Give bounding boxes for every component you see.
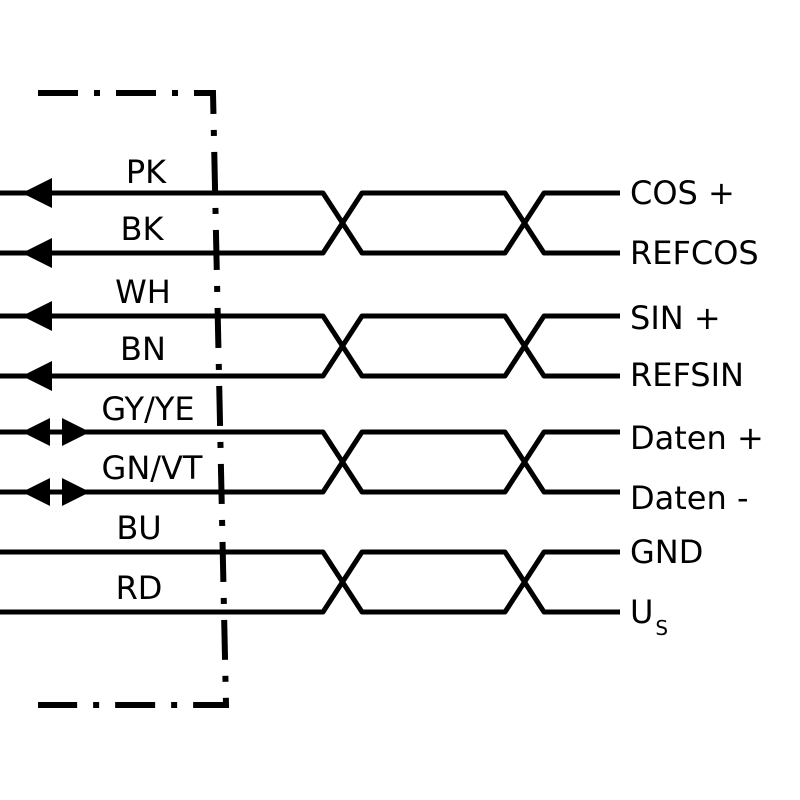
wire-bu-line	[0, 549, 620, 615]
wire-label-gy-ye: GY/YE	[101, 390, 194, 428]
signal-label-refcos: REFCOS	[630, 234, 759, 272]
arrow-left-icon	[22, 418, 50, 446]
wire-label-wh: WH	[115, 273, 171, 311]
arrow-left-icon	[22, 178, 52, 208]
wire-gy-ye-line	[0, 429, 620, 495]
wire-pair-1: PK BK COS + REFCOS	[0, 153, 759, 272]
signal-label-sin-plus: SIN +	[630, 299, 721, 337]
connector-housing-outline	[38, 90, 230, 708]
signal-label-us-subscript: S	[655, 616, 668, 640]
wire-gn-vt-line	[0, 429, 620, 495]
signal-label-us-main: U	[630, 593, 653, 631]
wire-wh-line	[0, 313, 620, 379]
arrow-right-icon	[62, 418, 90, 446]
signal-label-cos-plus: COS +	[630, 174, 735, 212]
signal-label-refsin: REFSIN	[630, 356, 744, 394]
wire-bn-line	[0, 313, 620, 379]
wire-label-rd: RD	[116, 569, 163, 607]
wire-label-gn-vt: GN/VT	[102, 449, 203, 487]
signal-label-gnd: GND	[630, 533, 703, 571]
wire-bk-line	[0, 190, 620, 256]
arrow-left-icon	[22, 238, 52, 268]
signal-label-daten-plus: Daten +	[630, 419, 764, 457]
arrow-right-icon	[62, 478, 90, 506]
wire-label-bu: BU	[116, 509, 161, 547]
arrow-left-icon	[22, 361, 52, 391]
wire-rd-line	[0, 549, 620, 615]
signal-label-daten-minus: Daten -	[630, 479, 748, 517]
arrow-left-icon	[22, 478, 50, 506]
wire-label-bk: BK	[121, 210, 165, 248]
wire-pair-2: WH BN SIN + REFSIN	[0, 273, 744, 394]
wire-pair-3: GY/YE GN/VT Daten + Daten -	[0, 390, 764, 517]
arrow-left-icon	[22, 301, 52, 331]
wire-pk-line	[0, 190, 620, 256]
wire-label-bn: BN	[120, 330, 166, 368]
wire-label-pk: PK	[126, 153, 167, 191]
